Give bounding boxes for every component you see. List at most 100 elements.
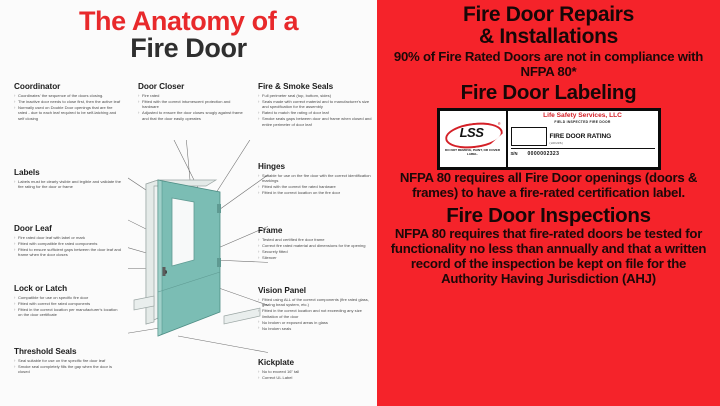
block-hinges: Hinges Suitable for use on the fire door… bbox=[258, 162, 373, 196]
label-subtitle: FIELD INSPECTED FIRE DOOR bbox=[554, 120, 611, 125]
block-heading: Coordinator bbox=[14, 82, 61, 91]
block-items: Labels must be clearly visible and legib… bbox=[14, 179, 122, 190]
label-card-logo-area: LSS ® DO NOT REMOVE, PAINT, OR COVER LAB… bbox=[440, 110, 508, 167]
label-warning-text: DO NOT REMOVE, PAINT, OR COVER LABEL. bbox=[445, 147, 500, 156]
block-door-leaf: Door Leaf Fire rated door leaf with labe… bbox=[14, 224, 122, 258]
list-item: No broken seals bbox=[258, 325, 373, 331]
list-item: Suitable for use on the fire door with t… bbox=[258, 173, 373, 184]
block-items: Suitable for use on the fire door with t… bbox=[258, 173, 373, 196]
serial-number-row: S/N 0000002323 bbox=[510, 148, 655, 157]
section-inspections: Fire Door Inspections NFPA 80 requires t… bbox=[377, 203, 720, 287]
block-heading: Lock or Latch bbox=[14, 284, 68, 293]
list-item: Fitted with the correct fire rated hardw… bbox=[258, 184, 373, 190]
list-item: Adjusted to ensure the door closes snugl… bbox=[138, 110, 248, 121]
list-item: Fitted in the correct location and not e… bbox=[258, 308, 373, 319]
hinge-lower bbox=[217, 258, 221, 267]
block-coordinator: Coordinator Coordinates' the sequence of… bbox=[14, 82, 122, 122]
door-frame bbox=[133, 179, 261, 325]
list-item: Seals made with correct material and to … bbox=[258, 99, 373, 110]
list-item: Fire rated door leaf with label or mark bbox=[14, 235, 122, 241]
section-heading-line-2: & Installations bbox=[478, 24, 619, 48]
list-item: Smoke seal completely fills the gap when… bbox=[14, 364, 122, 375]
block-items: No to exceed 16" tall Correct UL Label bbox=[258, 369, 373, 381]
label-card-details: Life Safety Services, LLC FIELD INSPECTE… bbox=[508, 111, 658, 167]
rating-label-group: FIRE DOOR RATING (HOURS) bbox=[550, 126, 612, 146]
block-heading: Door Leaf bbox=[14, 224, 52, 233]
list-item: Rated to match fire rating of door leaf bbox=[258, 110, 373, 116]
block-labels: Labels Labels must be clearly visible an… bbox=[14, 168, 122, 190]
list-item: Fitted in the correct location on the fi… bbox=[258, 190, 373, 196]
page-title: The Anatomy of a Fire Door bbox=[0, 0, 377, 62]
list-item: Normally used on Double Door openings th… bbox=[14, 105, 122, 121]
list-item: Fitted to ensure sufficient gaps between… bbox=[14, 247, 122, 258]
list-item: Fitted using ALL of the correct componen… bbox=[258, 297, 373, 308]
section-body: NFPA 80 requires all Fire Door openings … bbox=[399, 169, 698, 200]
vision-panel-glass bbox=[171, 197, 195, 267]
serial-number-value: 0000002323 bbox=[527, 150, 560, 157]
list-item: Correct fire rated material and dimensio… bbox=[258, 243, 373, 249]
list-item: No to exceed 16" tall bbox=[258, 369, 373, 375]
list-item: Fitted with compatible fire rated compon… bbox=[14, 241, 122, 247]
title-line-1: The Anatomy of a bbox=[78, 6, 299, 36]
door-leaf bbox=[157, 179, 221, 337]
title-line-2: Fire Door bbox=[130, 32, 247, 63]
list-item: Silencer bbox=[258, 254, 373, 260]
block-vision-panel: Vision Panel Fitted using ALL of the cor… bbox=[258, 286, 373, 332]
rating-note: (HOURS) bbox=[549, 142, 564, 146]
block-threshold-seals: Threshold Seals Seal suitable for use on… bbox=[14, 347, 122, 375]
block-items: Fire rated door leaf with label or mark … bbox=[14, 235, 122, 258]
list-item: Fitted in the correct location per manuf… bbox=[14, 307, 122, 318]
block-items: Full perimeter seal (top, bottom, sides)… bbox=[258, 93, 373, 127]
list-item: Tested and certified fire door frame bbox=[258, 237, 373, 243]
list-item: Labels must be clearly visible and legib… bbox=[14, 179, 122, 190]
rating-value-box[interactable] bbox=[510, 126, 547, 146]
block-kickplate: Kickplate No to exceed 16" tall Correct … bbox=[258, 358, 373, 381]
section-repairs-installations: Fire Door Repairs & Installations 90% of… bbox=[377, 4, 720, 79]
label-rating-row: FIRE DOOR RATING (HOURS) bbox=[510, 126, 655, 146]
list-item: Fire rated bbox=[138, 93, 248, 99]
block-heading: Vision Panel bbox=[258, 286, 306, 295]
block-items: Compatible for use on specific fire door… bbox=[14, 295, 122, 318]
block-fire-smoke-seals: Fire & Smoke Seals Full perimeter seal (… bbox=[258, 82, 373, 128]
block-items: Fire rated Fitted with the correct intum… bbox=[138, 93, 248, 121]
section-body: 90% of Fire Rated Doors are not in compl… bbox=[393, 48, 704, 79]
serial-number-label: S/N bbox=[510, 151, 518, 157]
block-heading: Threshold Seals bbox=[14, 347, 77, 356]
list-item: No broken or exposed areas in glass bbox=[258, 319, 373, 325]
block-items: Seal suitable for use on the specific fi… bbox=[14, 358, 122, 375]
block-items: Coordinates' the sequence of the doors c… bbox=[14, 93, 122, 121]
section-heading-line-1: Fire Door Repairs bbox=[462, 3, 635, 26]
list-item: Seal suitable for use on the specific fi… bbox=[14, 358, 122, 364]
list-item: The inactive door needs to close first, … bbox=[14, 99, 122, 105]
list-item: Securely fitted bbox=[258, 249, 373, 255]
section-labeling: Fire Door Labeling LSS ® DO NOT REMOVE, … bbox=[377, 82, 720, 200]
block-heading: Door Closer bbox=[138, 82, 185, 91]
block-items: Tested and certified fire door frame Cor… bbox=[258, 237, 373, 261]
section-heading: Fire Door Labeling bbox=[460, 81, 637, 105]
block-heading: Frame bbox=[258, 226, 283, 235]
logo-text: LSS bbox=[459, 124, 484, 140]
fire-door-label-card: LSS ® DO NOT REMOVE, PAINT, OR COVER LAB… bbox=[436, 107, 661, 170]
list-item: Fitted with correct fire rated component… bbox=[14, 301, 122, 307]
list-item: Compatible for use on specific fire door bbox=[14, 295, 122, 301]
block-heading: Fire & Smoke Seals bbox=[258, 82, 334, 91]
lss-logo: LSS ® bbox=[444, 121, 502, 147]
block-lock-or-latch: Lock or Latch Compatible for use on spec… bbox=[14, 284, 122, 318]
list-item: Fitted with the correct intumescent prot… bbox=[138, 99, 248, 110]
block-heading: Kickplate bbox=[258, 358, 294, 367]
section-heading: Fire Door Inspections bbox=[446, 203, 651, 227]
spec-blocks: Coordinator Coordinates' the sequence of… bbox=[0, 80, 377, 406]
rating-label: FIRE DOOR RATING bbox=[549, 133, 612, 141]
list-item: Smoke seals gaps between door and frame … bbox=[258, 116, 373, 127]
block-items: Fitted using ALL of the correct componen… bbox=[258, 297, 373, 332]
block-door-closer: Door Closer Fire rated Fitted with the c… bbox=[138, 82, 248, 122]
left-panel: The Anatomy of a Fire Door bbox=[0, 0, 377, 406]
block-frame: Frame Tested and certified fire door fra… bbox=[258, 226, 373, 261]
block-heading: Labels bbox=[14, 168, 40, 177]
registered-mark-icon: ® bbox=[497, 121, 501, 126]
section-body: NFPA 80 requires that fire-rated doors b… bbox=[390, 225, 707, 286]
list-item: Coordinates' the sequence of the doors c… bbox=[14, 93, 122, 99]
list-item: Correct UL Label bbox=[258, 375, 373, 381]
right-panel: Fire Door Repairs & Installations 90% of… bbox=[377, 0, 720, 406]
